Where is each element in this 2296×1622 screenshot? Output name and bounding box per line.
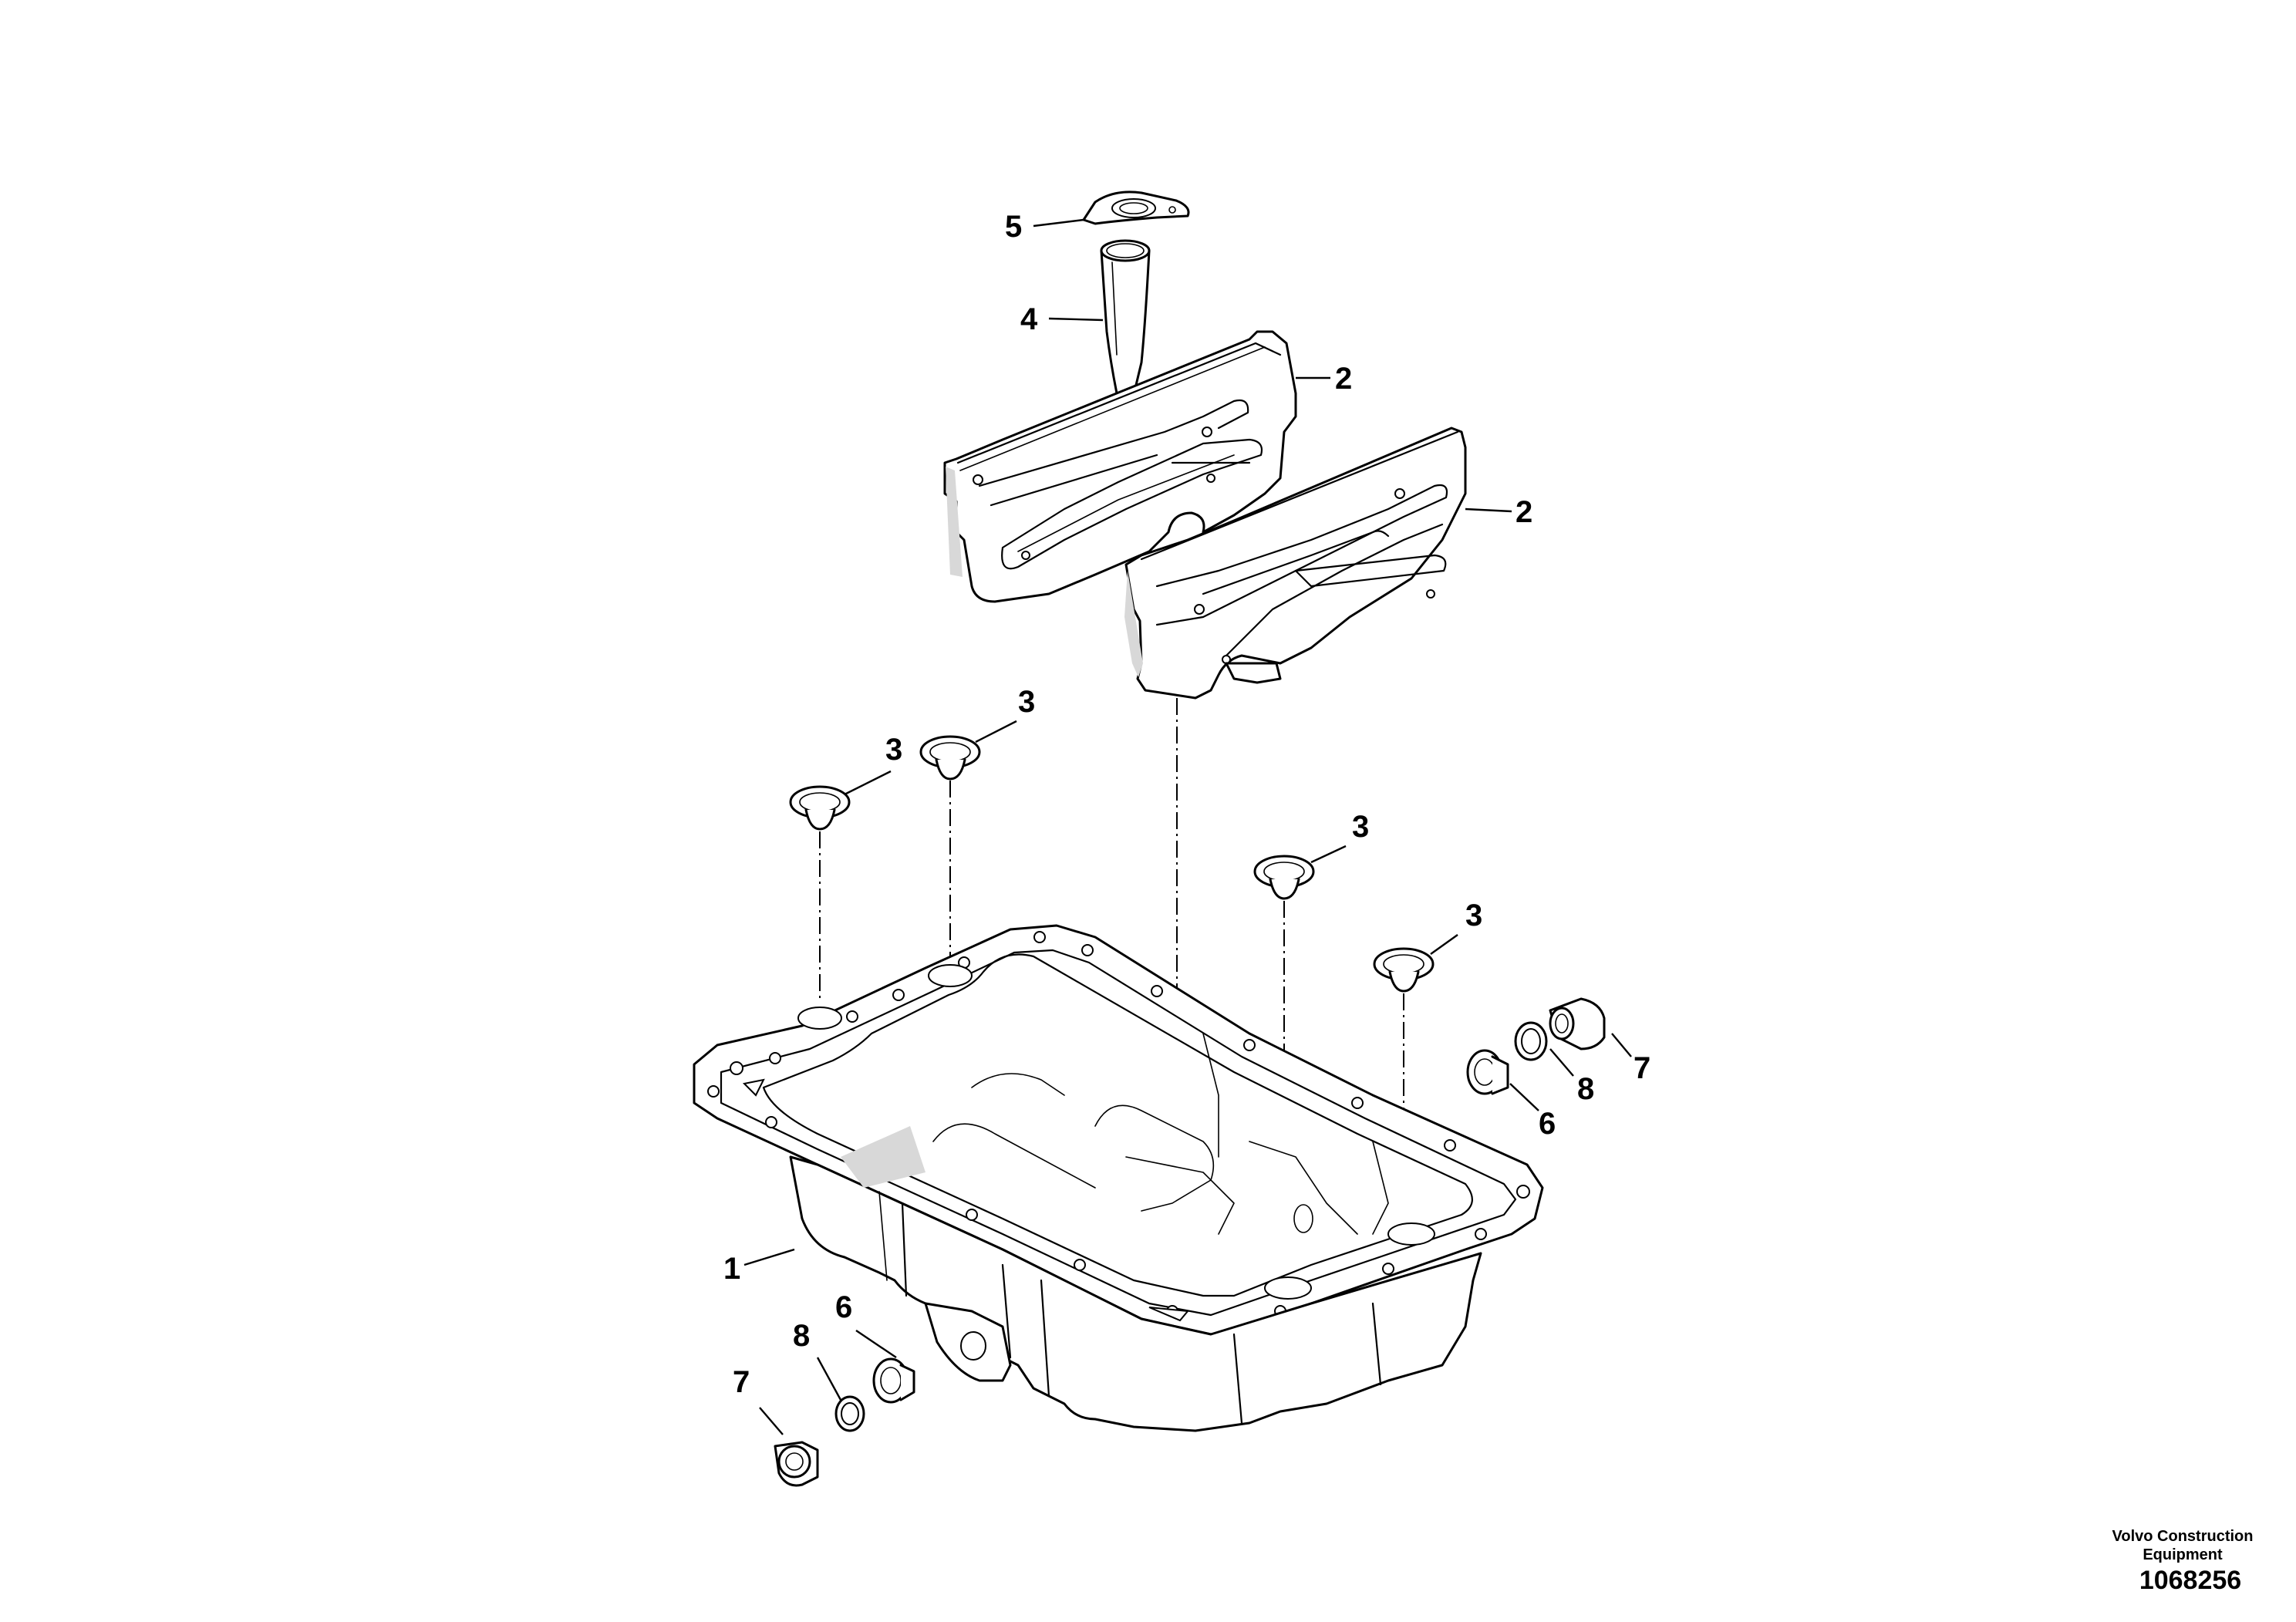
gasket-part-5 <box>1082 191 1190 225</box>
brand-line-1: Volvo Construction <box>2112 1528 2254 1545</box>
plug-part-7-left <box>774 1441 819 1487</box>
callout-3-c: 3 <box>1352 810 1369 844</box>
brand-label: Volvo Construction Equipment <box>2082 1527 2283 1564</box>
callout-5: 5 <box>1005 210 1022 244</box>
callout-3-b: 3 <box>1018 685 1035 719</box>
plug-part-3-a <box>789 785 851 831</box>
seal-part-6-left <box>872 1357 915 1404</box>
callout-6-right: 6 <box>1539 1107 1556 1141</box>
callout-3-a: 3 <box>885 733 902 767</box>
baffle-part-2-lower <box>1124 427 1467 700</box>
callout-4: 4 <box>1020 302 1038 336</box>
plug-part-3-c <box>1253 855 1315 900</box>
o-ring-part-8-right <box>1514 1021 1548 1061</box>
leader-lines <box>743 218 1632 1435</box>
callout-3-d: 3 <box>1465 899 1482 932</box>
callout-7-left: 7 <box>733 1365 750 1399</box>
seal-part-6-right <box>1466 1049 1509 1095</box>
callout-1: 1 <box>723 1252 740 1286</box>
plug-part-3-d <box>1373 947 1435 993</box>
oil-sump-part-1 <box>693 924 1544 1432</box>
pipe-part-4 <box>1100 239 1151 403</box>
callout-7-right: 7 <box>1633 1051 1650 1085</box>
callout-6-left: 6 <box>835 1290 852 1324</box>
drawing-number: 1068256 <box>2139 1566 2242 1595</box>
callout-2-lower: 2 <box>1515 495 1532 529</box>
callout-labels: 5 4 2 2 3 3 3 3 1 7 8 6 6 8 7 <box>723 210 1650 1399</box>
o-ring-part-8-left <box>834 1395 865 1432</box>
callout-8-right: 8 <box>1577 1072 1594 1106</box>
brand-line-2: Equipment <box>2143 1546 2223 1563</box>
plug-part-3-b <box>919 735 981 781</box>
callout-2-upper: 2 <box>1335 362 1352 396</box>
plug-part-7-right <box>1549 997 1606 1050</box>
baffle-part-2-upper <box>943 330 1297 603</box>
callout-8-left: 8 <box>793 1319 810 1353</box>
